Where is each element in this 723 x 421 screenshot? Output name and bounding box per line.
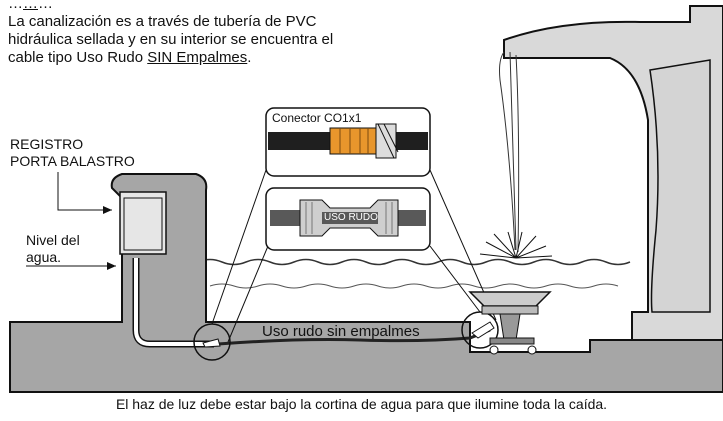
uso-rudo-label: USO RUDO <box>324 212 378 223</box>
nivel-label-line2: agua. <box>26 249 62 265</box>
registro-label: REGISTRO PORTA BALASTRO <box>10 136 135 170</box>
intro-line-1-prefix: … <box>8 0 23 12</box>
intro-line-1: ……… <box>8 0 53 13</box>
cable-label: Uso rudo sin empalmes <box>262 323 420 340</box>
water-curtain <box>499 51 520 253</box>
conector-label: Conector CO1x1 <box>272 111 362 125</box>
intro-line-4-suffix: . <box>247 49 252 66</box>
uso-rudo-detail-box <box>265 187 431 251</box>
intro-line-4: cable tipo Uso Rudo SIN Empalmes. <box>8 48 251 67</box>
registro-arrow <box>57 172 112 214</box>
intro-line-1-rest: … <box>38 0 53 12</box>
intro-line-1-underlined: … <box>23 0 38 12</box>
water-surface <box>149 258 631 266</box>
water-surface-lower <box>209 283 619 289</box>
registro-label-line1: REGISTRO <box>10 136 84 152</box>
water-splash <box>479 231 553 259</box>
fountain-column <box>649 59 711 313</box>
intro-line-2: La canalización es a través de tubería d… <box>8 13 317 30</box>
callout-line <box>211 169 269 343</box>
intro-line-3: hidráulica sellada y en su interior se e… <box>8 31 334 48</box>
caption: El haz de luz debe estar bajo la cortina… <box>115 396 608 412</box>
nivel-label: Nivel del agua. <box>26 232 80 266</box>
uso-rudo-cable <box>217 328 491 346</box>
registro-label-line2: PORTA BALASTRO <box>10 153 135 169</box>
nivel-label-line1: Nivel del <box>26 232 80 248</box>
intro-line-4-underlined: SIN Empalmes <box>147 49 248 66</box>
balast-box <box>119 191 167 255</box>
intro-line-4-prefix: cable tipo Uso Rudo <box>8 49 148 66</box>
luminaire <box>468 291 552 355</box>
conector-detail-box <box>265 107 431 177</box>
